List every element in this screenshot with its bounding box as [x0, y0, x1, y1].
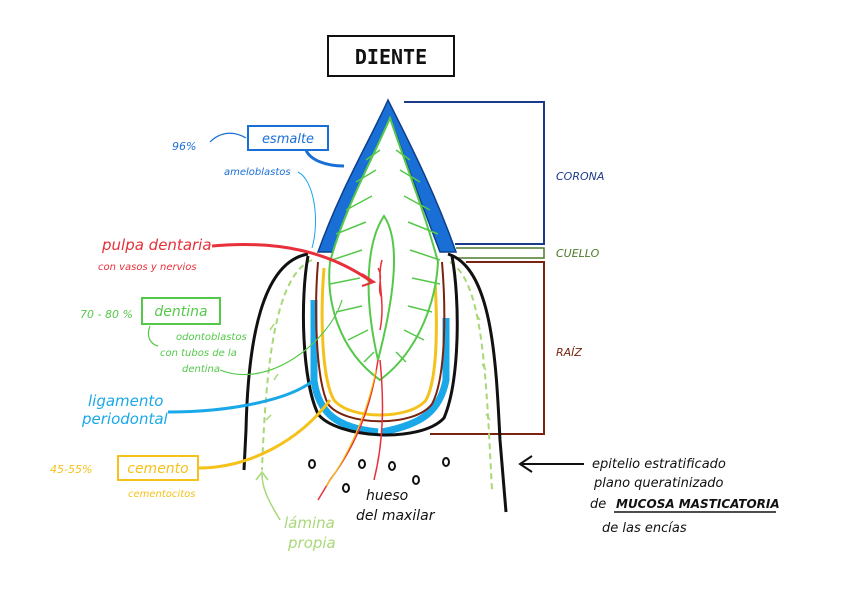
cemento-name: cemento [127, 461, 189, 477]
lamina-annotation: lámina propia [256, 472, 336, 552]
raiz-label: RAÍZ [556, 346, 582, 359]
epitelio-line-1: epitelio estratificado [592, 457, 726, 472]
ligamento-line-2: periodontal [81, 410, 169, 428]
bone-marks [309, 458, 449, 492]
ligamento-line-1: ligamento [88, 392, 163, 410]
epitelio-line-3-prefix: de [590, 497, 606, 512]
lamina-line-1: lámina [284, 514, 335, 532]
tubos-text: con tubos de la [160, 348, 237, 359]
epitelio-line-2: plano queratinizado [593, 476, 724, 491]
pulpa-detail: con vasos y nervios [98, 262, 197, 273]
odontoblastos-text: odontoblastos [176, 332, 247, 343]
dentina-name: dentina [154, 304, 207, 320]
ameloblastos-text: ameloblastos [224, 167, 291, 178]
cuello-bracket: CUELLO [456, 247, 600, 260]
lamina-line-2: propia [287, 534, 336, 552]
esmalte-name: esmalte [262, 132, 314, 147]
hueso-annotation: hueso del maxilar [356, 488, 436, 524]
cuello-label: CUELLO [556, 247, 600, 260]
esmalte-annotation: 96% esmalte ameloblastos [172, 126, 344, 248]
corona-label: CORONA [556, 170, 604, 183]
title: DIENTE [355, 45, 427, 69]
cementocitos-text: cementocitos [128, 489, 195, 500]
pulpa-name: pulpa dentaria [101, 236, 212, 254]
raiz-bracket: RAÍZ [430, 262, 582, 434]
cemento-percent: 45-55% [50, 463, 92, 476]
ligamento-annotation: ligamento periodontal [81, 380, 314, 428]
esmalte-percent: 96% [172, 140, 196, 153]
hueso-line-2: del maxilar [356, 508, 436, 524]
dentina-percent: 70 - 80 % [80, 308, 133, 321]
dentina-detail-text: dentina [182, 364, 220, 375]
hueso-line-1: hueso [366, 488, 408, 504]
title-box: DIENTE [328, 36, 454, 76]
epitelio-annotation: epitelio estratificado plano queratiniza… [520, 456, 780, 536]
epitelio-line-3-emphasis: MUCOSA MASTICATORIA [616, 497, 780, 511]
epitelio-line-4: de las encías [602, 521, 687, 536]
